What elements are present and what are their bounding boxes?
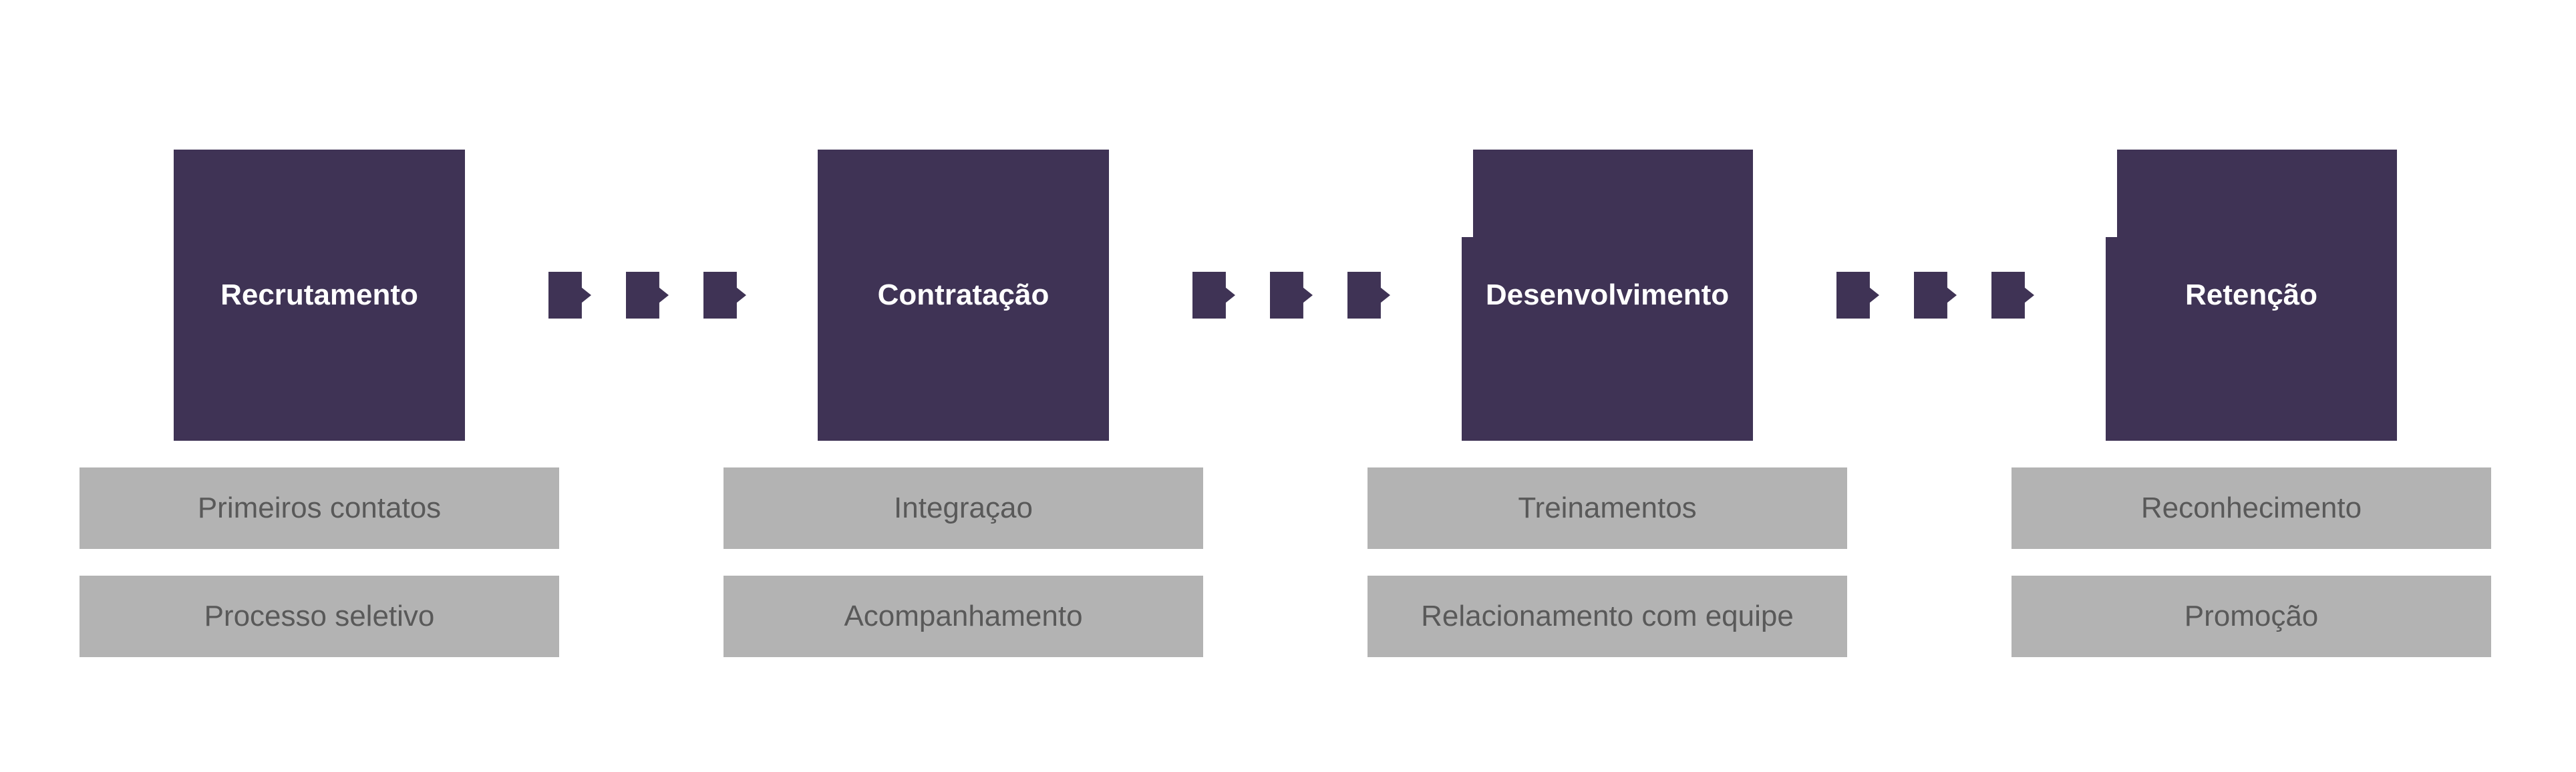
- arrow-dash-icon: [1836, 272, 1879, 319]
- flow-connector-2: [1192, 272, 1390, 319]
- arrow-dash-icon: [626, 272, 669, 319]
- arrow-dash-icon: [1270, 272, 1313, 319]
- stage-column-1: Recrutamento Primeiros contatos Processo…: [79, 150, 559, 684]
- substep-label: Promoção: [2184, 600, 2319, 632]
- substep: Reconhecimento: [2011, 467, 2491, 549]
- substep: Integraçao: [723, 467, 1203, 549]
- stage-title-3: Desenvolvimento: [1485, 278, 1730, 311]
- substep: Promoção: [2011, 576, 2491, 657]
- substeps-2: Integraçao Acompanhamento: [723, 467, 1203, 657]
- flow-connector-1: [548, 272, 746, 319]
- substep: Acompanhamento: [723, 576, 1203, 657]
- substep-label: Reconhecimento: [2140, 492, 2362, 524]
- substeps-4: Reconhecimento Promoção: [2011, 467, 2491, 657]
- substep-label: Integraçao: [894, 492, 1033, 524]
- stage-box-3: Desenvolvimento: [1462, 150, 1753, 441]
- stage-title-2: Contratação: [877, 278, 1050, 311]
- substep: Treinamentos: [1367, 467, 1847, 549]
- substep: Relacionamento com equipe: [1367, 576, 1847, 657]
- substeps-3: Treinamentos Relacionamento com equipe: [1367, 467, 1847, 657]
- substeps-1: Primeiros contatos Processo seletivo: [79, 467, 559, 657]
- stage-box-2: Contratação: [818, 150, 1109, 441]
- substep-label: Treinamentos: [1518, 492, 1697, 524]
- arrow-dash-icon: [1192, 272, 1235, 319]
- stage-column-4: Retenção Reconhecimento Promoção: [2011, 150, 2491, 684]
- arrow-dash-icon: [1914, 272, 1957, 319]
- substep-label: Relacionamento com equipe: [1421, 600, 1794, 632]
- substep-label: Primeiros contatos: [197, 492, 442, 524]
- substep-label: Acompanhamento: [844, 600, 1083, 632]
- arrow-dash-icon: [548, 272, 591, 319]
- stage-box-4: Retenção: [2106, 150, 2397, 441]
- substep-label: Processo seletivo: [204, 600, 435, 632]
- stage-column-3: Desenvolvimento Treinamentos Relacioname…: [1367, 150, 1847, 684]
- stage-column-2: Contratação Integraçao Acompanhamento: [723, 150, 1203, 684]
- stage-title-4: Retenção: [2185, 278, 2318, 311]
- stage-box-1: Recrutamento: [174, 150, 465, 441]
- substep: Primeiros contatos: [79, 467, 559, 549]
- stage-title-1: Recrutamento: [220, 278, 418, 311]
- flow-connector-3: [1836, 272, 2034, 319]
- substep: Processo seletivo: [79, 576, 559, 657]
